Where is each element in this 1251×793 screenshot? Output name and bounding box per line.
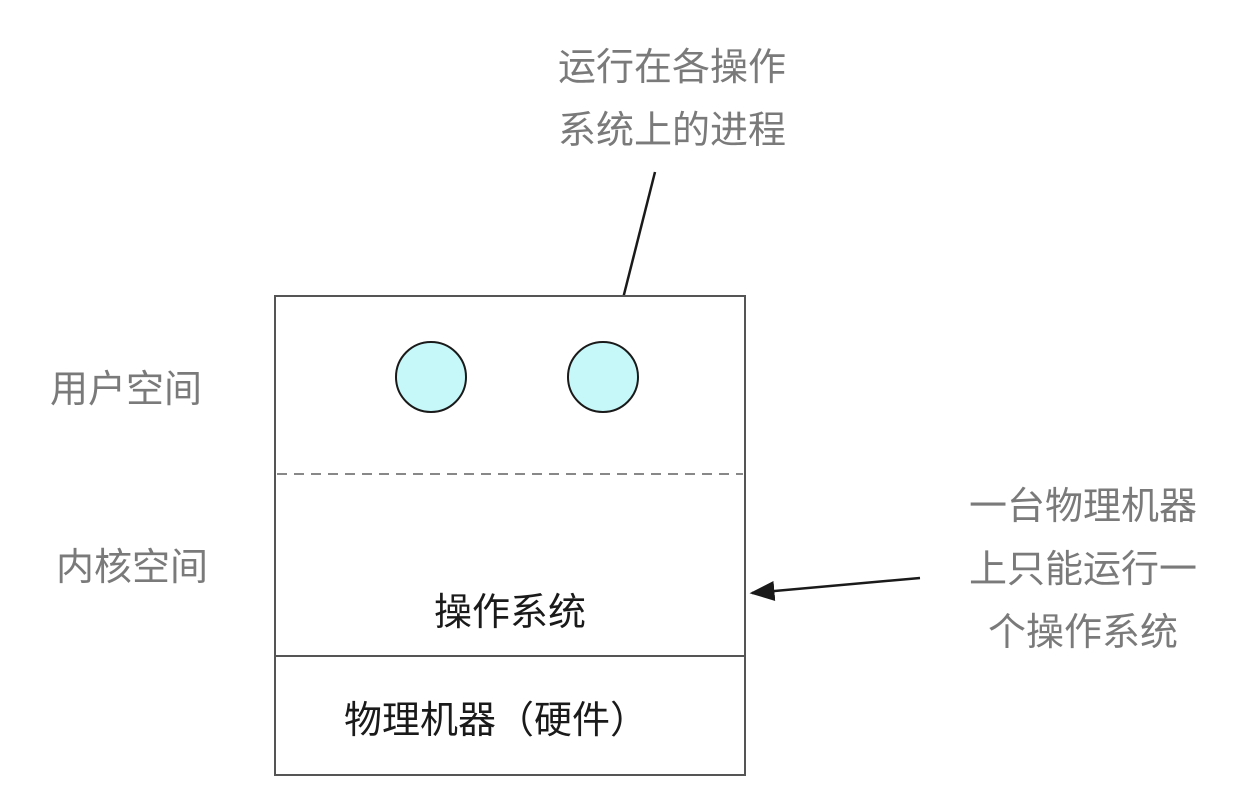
- single-os-annotation-line2: 上只能运行一: [969, 547, 1197, 591]
- physical-machine-label: 物理机器（硬件）: [344, 698, 648, 742]
- kernel-space-label: 内核空间: [56, 545, 208, 589]
- process-circle-2: [567, 341, 639, 413]
- process-annotation-line2: 系统上的进程: [558, 108, 786, 152]
- single-os-arrow: [749, 576, 921, 601]
- single-os-annotation-line1: 一台物理机器: [969, 484, 1197, 528]
- system-stack-box: [274, 295, 746, 776]
- process-annotation-line1: 运行在各操作: [558, 45, 786, 89]
- user-space-label: 用户空间: [50, 367, 202, 411]
- operating-system-label: 操作系统: [434, 590, 586, 634]
- single-os-annotation-line3: 个操作系统: [988, 610, 1178, 654]
- process-circle-1: [395, 341, 467, 413]
